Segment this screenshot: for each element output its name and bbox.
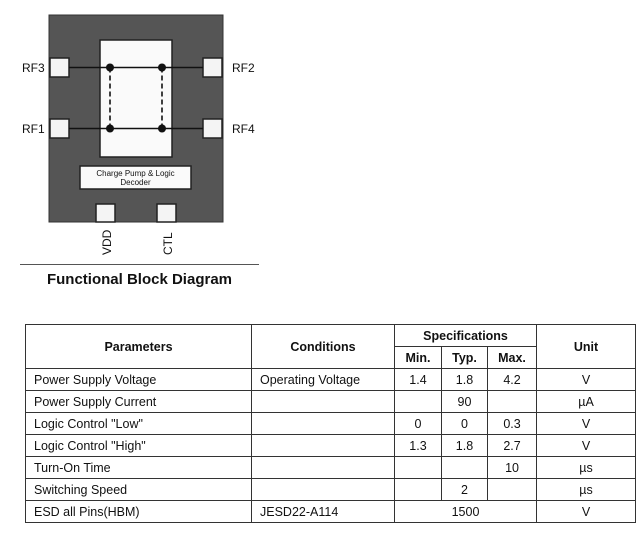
typ-cell: 1.8	[441, 434, 488, 457]
functional-block-diagram: Charge Pump & Logic Decoder RF3 RF1 RF2 …	[22, 14, 255, 255]
header-conditions: Conditions	[251, 324, 395, 369]
typ-cell: 0	[441, 412, 488, 435]
condition-cell: Operating Voltage	[251, 368, 395, 391]
param-cell: ESD all Pins(HBM)	[25, 500, 252, 523]
table-row: ESD all Pins(HBM) JESD22-A114 1500 V	[25, 500, 637, 523]
condition-cell	[251, 412, 395, 435]
table-row: Logic Control "Low" 0 0 0.3 V	[25, 412, 637, 435]
rf1-label: RF1	[22, 122, 45, 136]
table-row: Logic Control "High" 1.3 1.8 2.7 V	[25, 434, 637, 457]
junction-dot	[158, 124, 166, 133]
min-cell: 1.4	[394, 368, 442, 391]
header-max: Max.	[486, 346, 538, 369]
typ-cell: 2	[441, 478, 488, 501]
charge-pump-box	[79, 165, 192, 190]
typ-cell: 90	[441, 390, 488, 413]
unit-cell: µA	[536, 390, 637, 413]
specifications-table: Parameters Conditions Specifications Uni…	[25, 324, 637, 523]
unit-cell: V	[536, 500, 637, 523]
min-cell: 1.3	[394, 434, 442, 457]
max-cell: 10	[486, 456, 538, 479]
min-cell: 0	[394, 412, 442, 435]
unit-cell: V	[536, 434, 637, 457]
vdd-pad	[95, 203, 116, 223]
unit-cell: V	[536, 412, 637, 435]
max-cell: 4.2	[486, 368, 538, 391]
switch-core	[99, 39, 173, 158]
condition-cell	[251, 456, 395, 479]
condition-cell: JESD22-A114	[251, 500, 395, 523]
table-subheader-row: Min. Typ. Max.	[26, 346, 636, 369]
table-row: Power Supply Voltage Operating Voltage 1…	[25, 368, 637, 391]
table-row: Turn-On Time 10 µs	[25, 456, 637, 479]
max-cell: 2.7	[486, 434, 538, 457]
charge-pump-label-line2: Decoder	[120, 178, 151, 187]
condition-cell	[251, 390, 395, 413]
rf2-pad	[202, 57, 223, 78]
header-min: Min.	[394, 346, 442, 369]
rf3-label: RF3	[22, 61, 45, 75]
rf1-pad	[49, 118, 70, 139]
caption-rule	[20, 264, 259, 265]
typ-cell: 1.8	[441, 368, 488, 391]
diagram-caption: Functional Block Diagram	[46, 271, 233, 288]
ctl-label: CTL	[161, 232, 175, 255]
min-cell	[394, 390, 442, 413]
condition-cell	[251, 434, 395, 457]
rf3-pad	[49, 57, 70, 78]
rf4-pad	[202, 118, 223, 139]
typ-cell	[441, 456, 488, 479]
max-cell: 0.3	[486, 412, 538, 435]
ctl-pad	[156, 203, 177, 223]
table-row: Switching Speed 2 µs	[25, 478, 637, 501]
rf2-label: RF2	[232, 61, 255, 75]
unit-cell: µs	[536, 478, 637, 501]
junction-dot	[106, 124, 114, 133]
param-cell: Power Supply Current	[25, 390, 252, 413]
param-cell: Logic Control "Low"	[25, 412, 252, 435]
junction-dot	[158, 63, 166, 72]
table-row: Power Supply Current 90 µA	[25, 390, 637, 413]
max-cell	[486, 478, 538, 501]
param-cell: Logic Control "High"	[25, 434, 252, 457]
header-typ: Typ.	[441, 346, 488, 369]
min-cell	[394, 456, 442, 479]
unit-cell: V	[536, 368, 637, 391]
unit-cell: µs	[536, 456, 637, 479]
param-cell: Switching Speed	[25, 478, 252, 501]
header-specifications: Specifications	[393, 324, 538, 347]
charge-pump-label-line1: Charge Pump & Logic	[96, 169, 174, 178]
vdd-label: VDD	[100, 229, 114, 255]
min-cell	[394, 478, 442, 501]
header-parameters: Parameters	[25, 324, 252, 369]
table-header-row: Parameters Conditions Specifications Uni…	[25, 324, 637, 369]
spec-merged-cell: 1500	[393, 500, 538, 523]
max-cell	[486, 390, 538, 413]
param-cell: Power Supply Voltage	[25, 368, 252, 391]
condition-cell	[251, 478, 395, 501]
junction-dot	[106, 63, 114, 72]
param-cell: Turn-On Time	[25, 456, 252, 479]
rf4-label: RF4	[232, 122, 255, 136]
header-unit: Unit	[536, 324, 637, 369]
